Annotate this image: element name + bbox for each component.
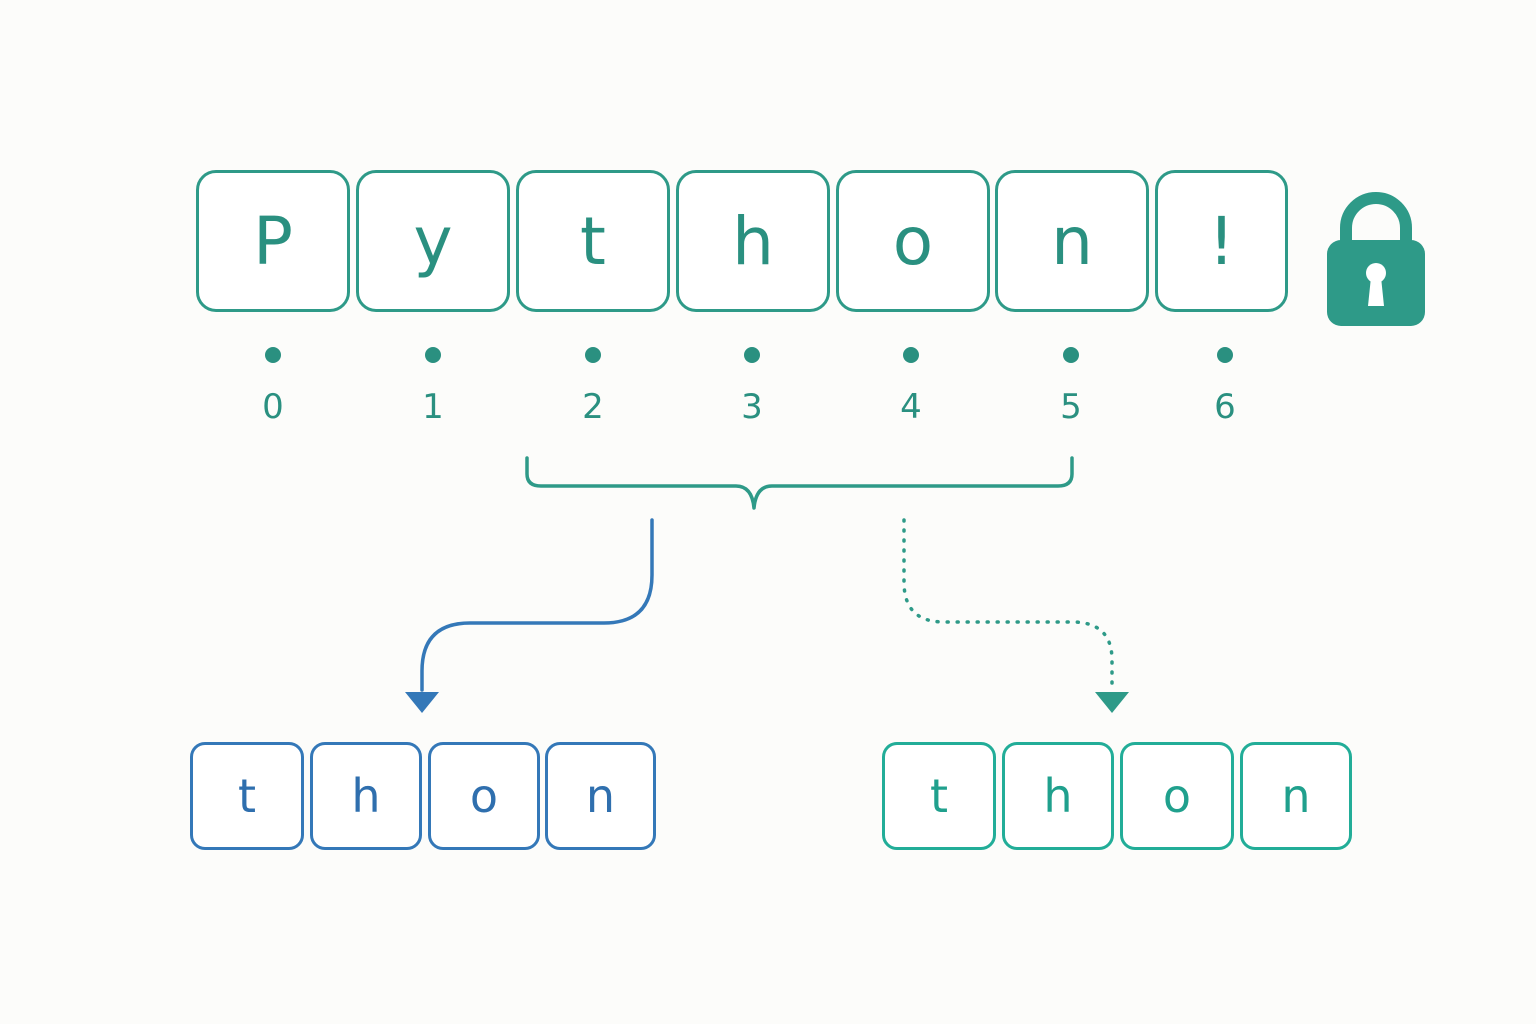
char-label: t [580,202,606,280]
char-cell: ! [1155,170,1288,312]
char-label: n [585,769,616,823]
index-dot [1063,347,1079,363]
char-cell: t [882,742,996,850]
char-label: y [413,202,453,280]
dotted-arrow-line [902,518,1114,692]
char-label: h [732,202,774,280]
char-cell: n [995,170,1149,312]
index-dot [1217,347,1233,363]
index-label: 2 [582,387,604,427]
char-cell: P [196,170,350,312]
char-label: t [237,769,257,823]
char-label: ! [1208,202,1235,280]
char-label: n [1281,769,1311,823]
char-cell: h [1002,742,1114,850]
index-marker: 1 [413,347,453,427]
dotted-arrowhead [1095,692,1129,713]
index-dot [744,347,760,363]
solid-arrow-line [420,518,654,692]
index-marker: 6 [1205,347,1245,427]
index-dot [585,347,601,363]
char-cell: h [676,170,830,312]
index-label: 6 [1214,387,1236,427]
index-marker: 5 [1051,347,1091,427]
char-label: o [469,769,499,823]
char-label: o [892,202,934,280]
index-label: 5 [1060,387,1082,427]
char-cell: o [1120,742,1234,850]
index-row: 0 1 2 3 4 5 6 [0,347,1536,437]
char-label: h [1043,769,1073,823]
char-label: o [1162,769,1192,823]
source-string-row: P y t h o n ! [196,170,1288,312]
index-label: 0 [262,387,284,427]
index-marker: 3 [732,347,772,427]
index-marker: 2 [573,347,613,427]
index-dot [425,347,441,363]
slice-brace [525,456,1074,510]
lock-icon [1327,192,1425,326]
char-cell: n [545,742,656,850]
index-label: 1 [422,387,444,427]
char-cell: o [836,170,990,312]
char-cell: h [310,742,422,850]
char-cell: n [1240,742,1352,850]
result-row-right: t h o n [882,742,1352,850]
char-cell: t [516,170,670,312]
char-label: n [1051,202,1093,280]
index-label: 4 [900,387,922,427]
char-label: t [929,769,949,823]
result-row-left: t h o n [190,742,656,850]
char-cell: o [428,742,540,850]
char-cell: t [190,742,304,850]
index-dot [903,347,919,363]
index-dot [265,347,281,363]
char-label: h [351,769,381,823]
index-label: 3 [741,387,763,427]
solid-arrowhead [405,692,439,713]
char-label: P [253,202,293,280]
index-marker: 0 [253,347,293,427]
index-marker: 4 [891,347,931,427]
char-cell: y [356,170,510,312]
